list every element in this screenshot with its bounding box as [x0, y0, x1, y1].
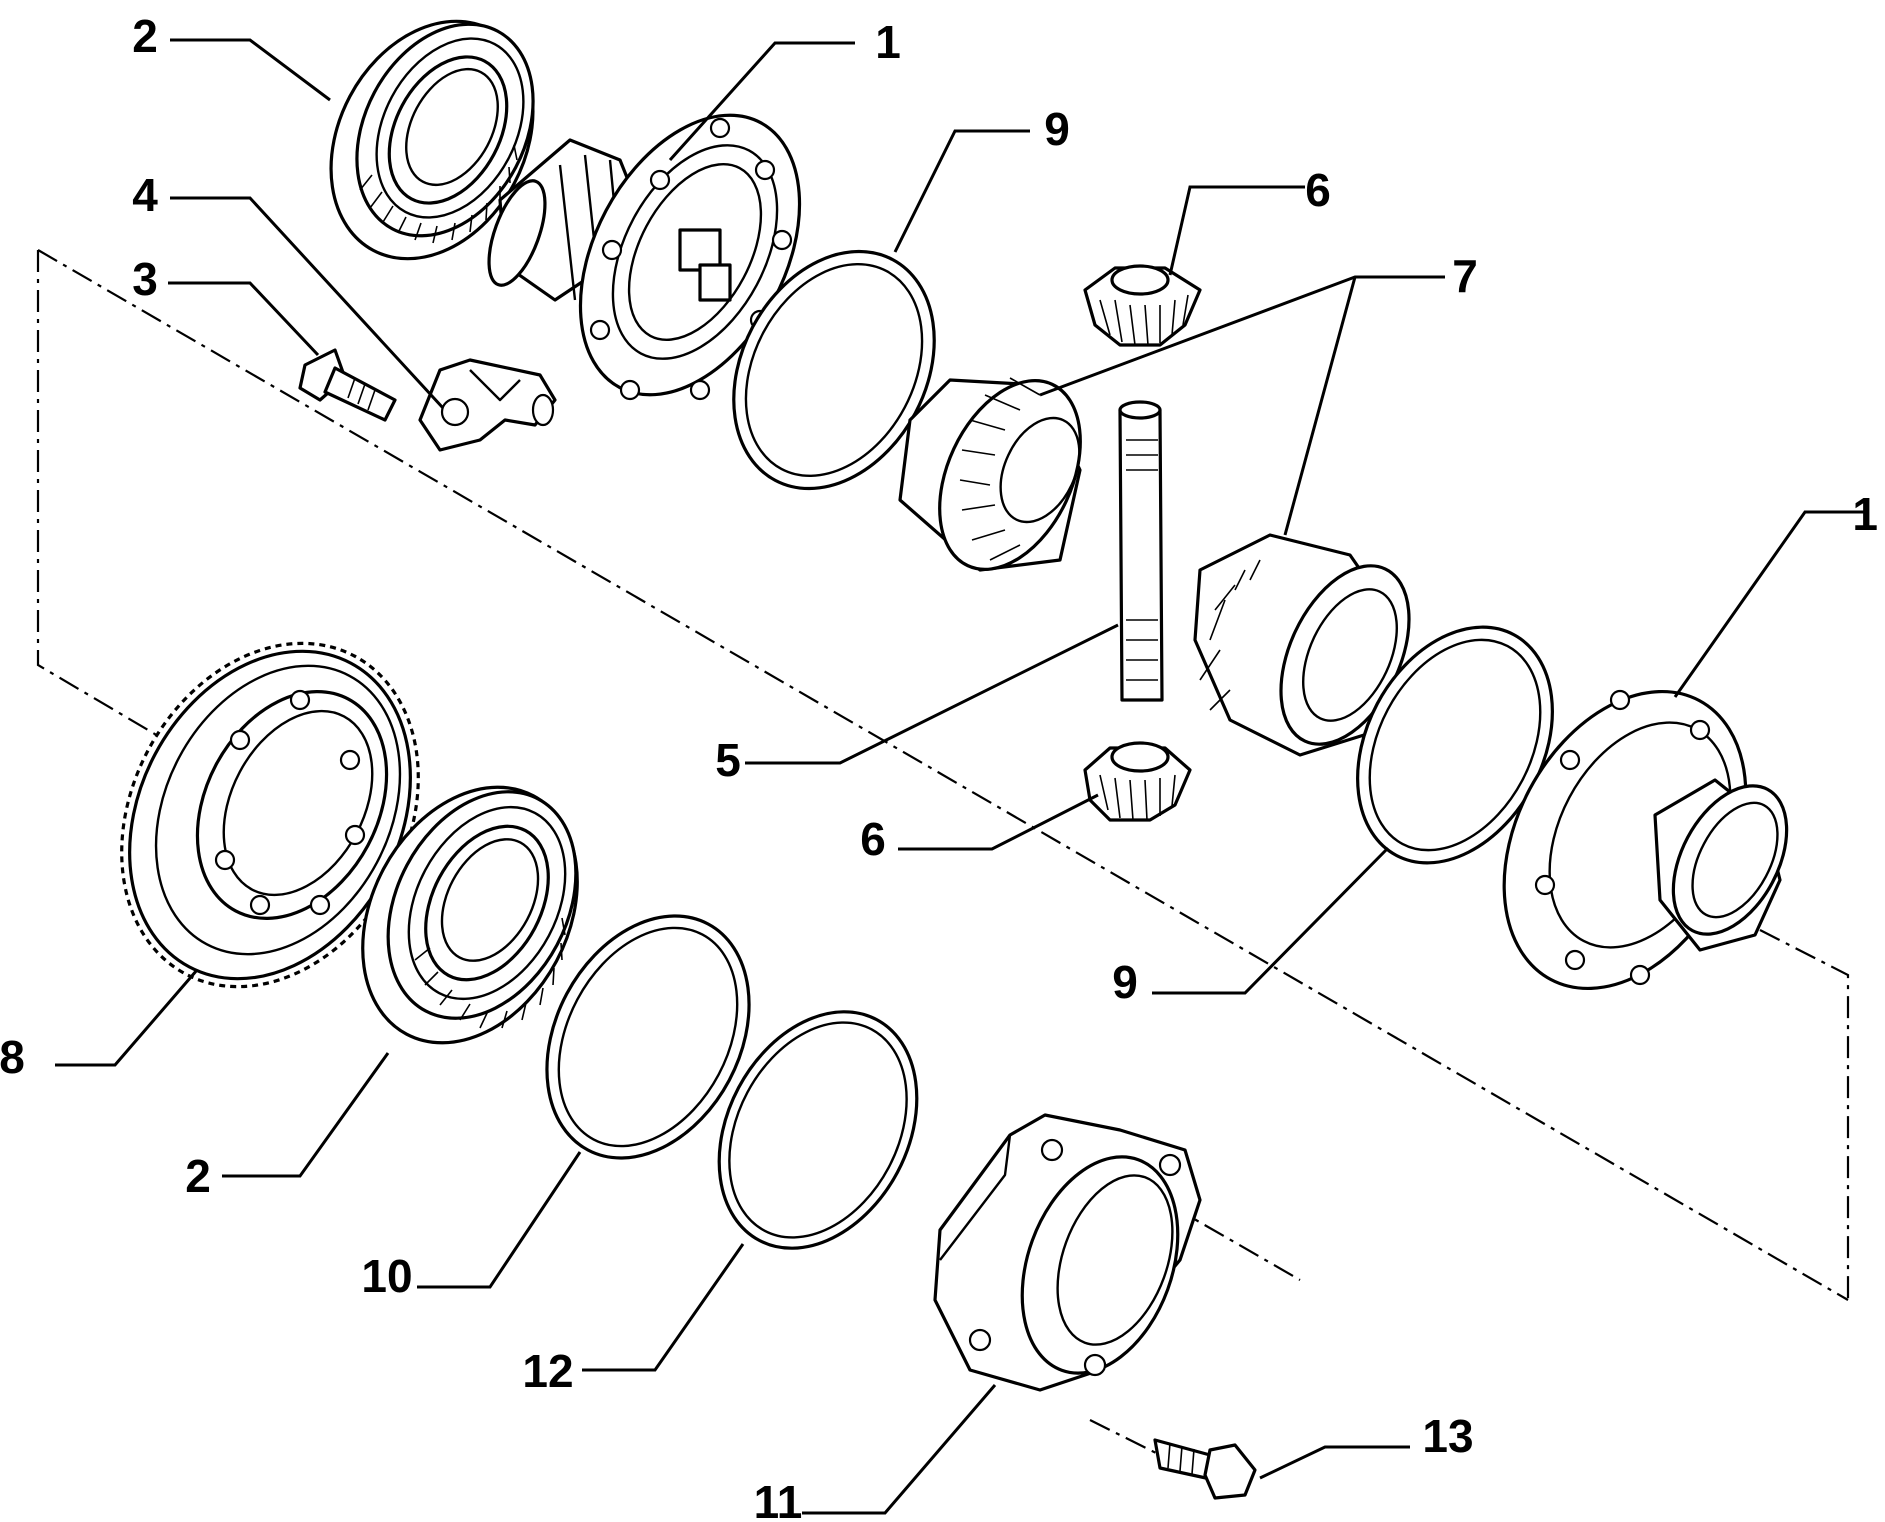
seal-ring-12-part [717, 1010, 919, 1250]
shim-ring-lower-part [1356, 625, 1554, 865]
leader-4 [170, 196, 445, 410]
callout-7: 7 [1452, 250, 1478, 302]
leader-7-b [1283, 276, 1357, 536]
callout-labels: 1 1 2 2 3 4 5 6 6 7 8 9 9 10 11 12 13 [0, 10, 1878, 1522]
leader-1-right [1673, 510, 1865, 698]
leader-6-top [1168, 185, 1305, 276]
bolt-large-part [1153, 1438, 1257, 1500]
callout-13: 13 [1422, 1410, 1473, 1462]
leader-10 [417, 1151, 582, 1289]
callout-12: 12 [522, 1345, 573, 1397]
leader-11 [802, 1384, 997, 1515]
leader-9-bottom [1152, 846, 1390, 995]
callout-6-bottom: 6 [860, 813, 886, 865]
leader-9-top [893, 129, 1030, 253]
bearing-lower-part [361, 785, 579, 1045]
callout-11: 11 [754, 1476, 803, 1522]
bearing-cover-part [933, 1113, 1202, 1392]
callout-3: 3 [132, 253, 158, 305]
housing-right-part [1502, 689, 1789, 991]
bearing-top-part [329, 19, 535, 261]
callout-2-bottom: 2 [185, 1150, 211, 1202]
callout-1-right: 1 [1852, 488, 1878, 540]
callout-2-top: 2 [132, 10, 158, 62]
leader-8 [55, 969, 199, 1067]
leader-lines [55, 38, 1865, 1515]
assembly-axis-lines [36, 249, 1850, 1461]
housing-top-part [487, 113, 802, 401]
leader-6-bottom [898, 793, 1099, 851]
callout-6-top: 6 [1305, 164, 1331, 216]
callout-9-top: 9 [1044, 103, 1070, 155]
callout-8: 8 [0, 1031, 25, 1083]
leader-12 [582, 1243, 745, 1372]
leader-2-top [170, 38, 331, 102]
leader-13 [1259, 1445, 1410, 1480]
callout-5: 5 [715, 734, 741, 786]
pinion-gear-top-part [1083, 264, 1202, 347]
callout-9-bottom: 9 [1112, 956, 1138, 1008]
leader-1-top [668, 41, 855, 162]
callout-1-top: 1 [875, 16, 901, 68]
ring-gear-part [120, 641, 420, 989]
callout-10: 10 [361, 1250, 412, 1302]
leader-3 [168, 281, 320, 357]
bolt-small-part [298, 348, 397, 422]
side-gear-upper-part [898, 377, 1082, 572]
pinion-gear-lower-part [1083, 741, 1192, 822]
callout-4: 4 [132, 169, 158, 221]
shim-ring-10-part [545, 914, 751, 1160]
pinion-shaft-part [1118, 400, 1164, 702]
leader-2-bottom [222, 1052, 390, 1178]
side-gear-lower-part [1193, 533, 1411, 757]
leader-5 [745, 623, 1119, 765]
lock-plate-part [418, 358, 557, 452]
